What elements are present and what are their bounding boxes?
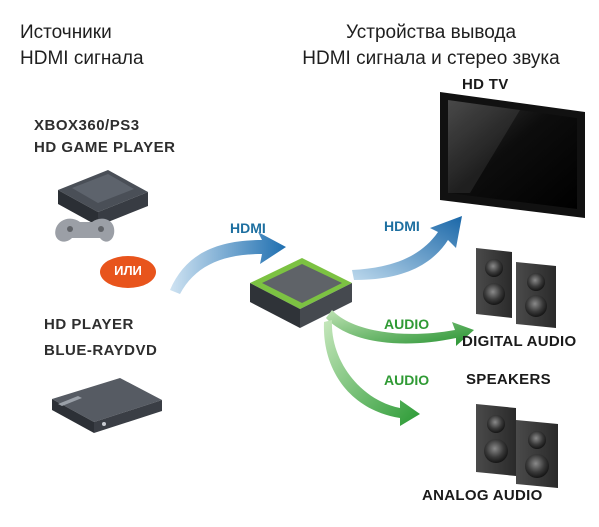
speakers-label: SPEAKERS: [466, 371, 551, 388]
or-badge: [100, 256, 156, 288]
sources-title: Источники HDMI сигнала: [20, 20, 144, 72]
hd-tv-icon: [440, 92, 585, 218]
analog-audio-label: ANALOG AUDIO: [422, 487, 543, 504]
outputs-title: Устройства вывода HDMI сигнала и стерео …: [278, 20, 584, 72]
digital-audio-label: DIGITAL AUDIO: [462, 333, 577, 350]
player-label-line-1: HD PLAYER: [44, 316, 134, 333]
outputs-title-line-1: Устройства вывода: [345, 22, 517, 43]
analog-speakers-icon: [476, 404, 558, 488]
player-label-line-2: BLUE-RAYDVD: [44, 342, 158, 359]
audio-digital-label: AUDIO: [384, 316, 430, 332]
hdmi-input-arrow: [170, 232, 286, 294]
outputs-title-line-2: HDMI сигнала и стерео звука: [302, 48, 560, 69]
hdmi-splitter-icon: [250, 258, 352, 328]
or-label: ИЛИ: [114, 263, 142, 278]
sources-title-line-2: HDMI сигнала: [20, 48, 144, 69]
console-label-line-2: HD GAME PLAYER: [34, 139, 176, 156]
audio-analog-arrow: [323, 320, 420, 426]
console-label-line-1: XBOX360/PS3: [34, 117, 140, 134]
audio-digital-arrow: [326, 310, 474, 346]
game-console-icon: [55, 170, 148, 242]
hdmi-output-label: HDMI: [384, 218, 420, 234]
bluray-player-icon: [52, 378, 162, 433]
hdmi-output-arrow: [352, 216, 462, 280]
sources-title-line-1: Источники: [20, 22, 112, 43]
console-label: XBOX360/PS3 HD GAME PLAYER: [34, 115, 175, 159]
tv-label: HD TV: [462, 76, 509, 93]
digital-speakers-icon: [476, 248, 556, 328]
player-label: HD PLAYER BLUE-RAYDVD: [44, 312, 157, 364]
audio-analog-label: AUDIO: [384, 372, 430, 388]
hdmi-input-label: HDMI: [230, 220, 266, 236]
